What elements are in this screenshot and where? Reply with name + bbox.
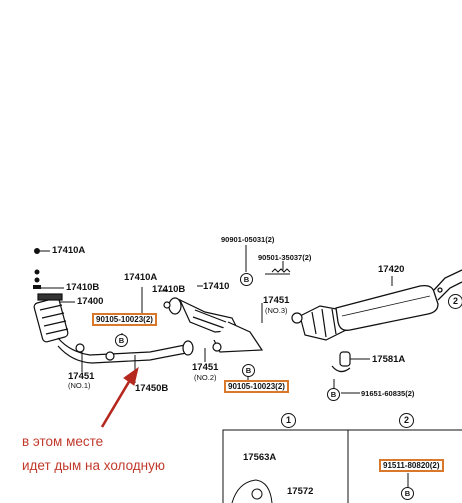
part-label-17451-no3: 17451 <box>263 295 290 306</box>
annotation-arrow <box>100 366 139 428</box>
rear-catalytic-converter <box>291 305 347 341</box>
annotation-line-2: идет дым на холодную <box>22 458 165 473</box>
annotation-line-1: в этом месте <box>22 434 104 449</box>
highlighted-part-91511: 91511-80820(2) <box>379 459 444 472</box>
part-note-no2: (NO.2) <box>194 373 217 382</box>
marker-b: B <box>401 487 414 500</box>
part-note-no1: (NO.1) <box>68 381 91 390</box>
part-label-17410b: 17410B <box>152 284 186 295</box>
part-note-no3: (NO.3) <box>265 306 288 315</box>
part-label-17451-no2: 17451 <box>192 362 219 373</box>
callout-2: 2 <box>399 413 414 428</box>
part-label-91651: 91651-60835(2) <box>361 389 415 398</box>
gasket-dots <box>33 248 41 289</box>
part-label-17410a: 17410A <box>124 272 158 283</box>
highlighted-part-90105-upper: 90105-10023(2) <box>92 313 157 326</box>
part-label-90901: 90901-05031(2) <box>221 235 275 244</box>
marker-b: B <box>240 273 253 286</box>
main-muffler <box>335 269 462 331</box>
part-label-17572: 17572 <box>287 486 314 497</box>
part-label-17450b: 17450B <box>135 383 169 394</box>
marker-b: B <box>115 334 128 347</box>
front-catalytic-converter <box>33 293 69 343</box>
marker-b: B <box>242 364 255 377</box>
part-label-90501: 90501-35037(2) <box>258 253 312 262</box>
part-label-17420: 17420 <box>378 264 405 275</box>
front-exhaust-pipe <box>57 337 194 364</box>
part-label-17410a: 17410A <box>52 245 86 256</box>
part-label-17451-no1: 17451 <box>68 371 95 382</box>
detail-inset <box>222 429 462 503</box>
middle-catalytic-converter <box>163 297 264 353</box>
spring-bolt <box>265 268 291 275</box>
part-label-17410: 17410 <box>203 281 230 292</box>
callout-2: 2 <box>448 294 462 309</box>
callout-1: 1 <box>281 413 296 428</box>
hanger-bracket <box>331 351 351 373</box>
part-label-17563a: 17563A <box>243 452 277 463</box>
part-label-17400: 17400 <box>77 296 104 307</box>
highlighted-part-90105-lower: 90105-10023(2) <box>224 380 289 393</box>
part-label-17410b: 17410B <box>66 282 100 293</box>
part-label-17581a: 17581A <box>372 354 406 365</box>
marker-b: B <box>327 388 340 401</box>
